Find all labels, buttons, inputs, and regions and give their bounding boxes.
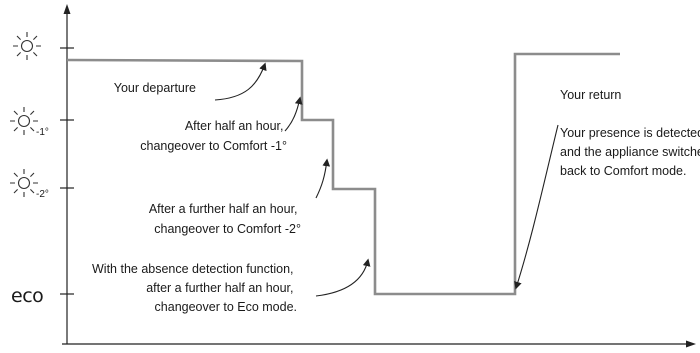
temperature-step-line bbox=[66, 52, 620, 296]
arrow-departure bbox=[214, 62, 267, 101]
comfort-minus-2-label: -2° bbox=[36, 189, 49, 200]
comfort-minus-1-label: -1° bbox=[36, 127, 49, 138]
annotation-change-eco: With the absence detection function, aft… bbox=[92, 262, 297, 314]
y-axis-arrowhead bbox=[63, 4, 71, 14]
arrow-change-eco bbox=[315, 258, 371, 297]
arrow-change-2 bbox=[315, 158, 331, 199]
comfort-sun-icon bbox=[13, 32, 41, 60]
annotation-return-detail: Your presence is detected and the applia… bbox=[560, 126, 700, 178]
annotation-departure: Your departure bbox=[114, 81, 196, 95]
comfort-minus-1-sun-icon bbox=[10, 107, 38, 135]
x-axis-arrowhead bbox=[686, 340, 696, 348]
annotation-return-title: Your return bbox=[560, 88, 621, 102]
eco-icon: eco bbox=[11, 285, 43, 307]
arrow-change-1 bbox=[284, 96, 303, 132]
annotation-change-2: After a further half an hour, changeover… bbox=[149, 202, 301, 236]
arrow-return bbox=[514, 124, 559, 290]
comfort-minus-2-sun-icon bbox=[10, 169, 38, 197]
annotation-change-1: After half an hour, changeover to Comfor… bbox=[140, 119, 287, 153]
